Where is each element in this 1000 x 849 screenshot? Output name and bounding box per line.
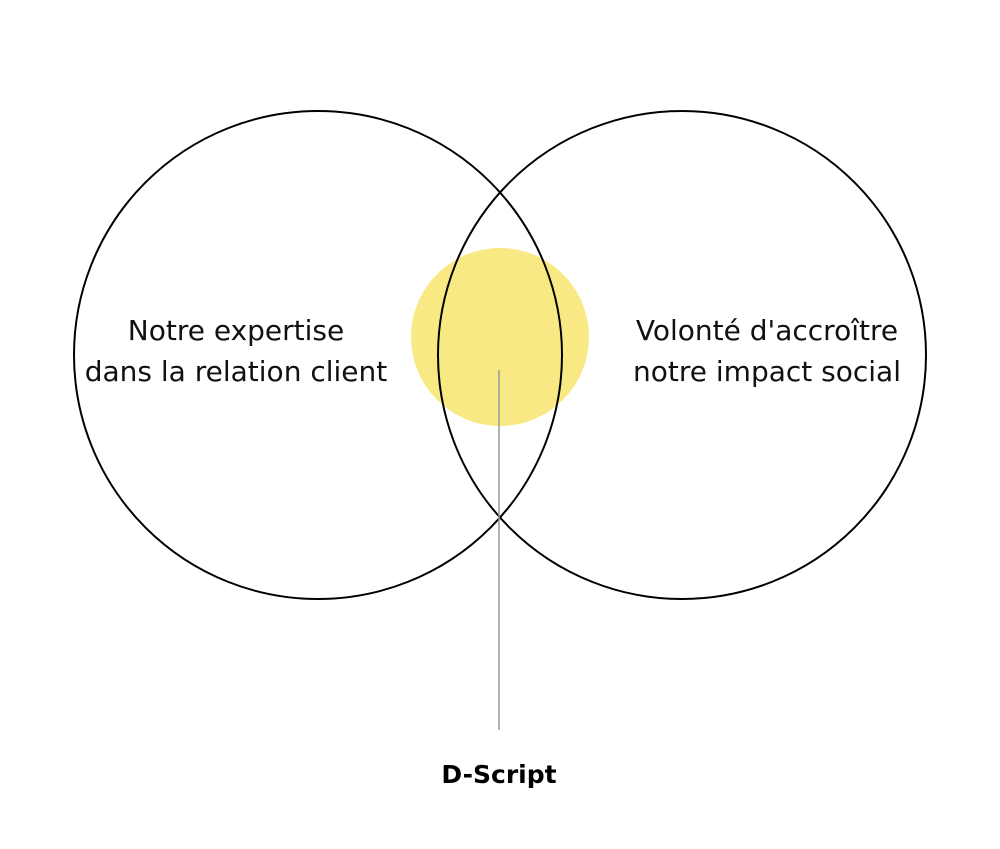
left-circle <box>73 110 563 600</box>
right-circle-label-line1: Volonté d'accroître <box>636 314 898 347</box>
intersection-label: D-Script <box>441 760 556 789</box>
right-circle <box>437 110 927 600</box>
right-circle-label-line2: notre impact social <box>633 355 901 388</box>
left-circle-label-line1: Notre expertise <box>128 314 344 347</box>
left-circle-label-line2: dans la relation client <box>85 355 388 388</box>
intersection-highlight <box>411 248 589 426</box>
